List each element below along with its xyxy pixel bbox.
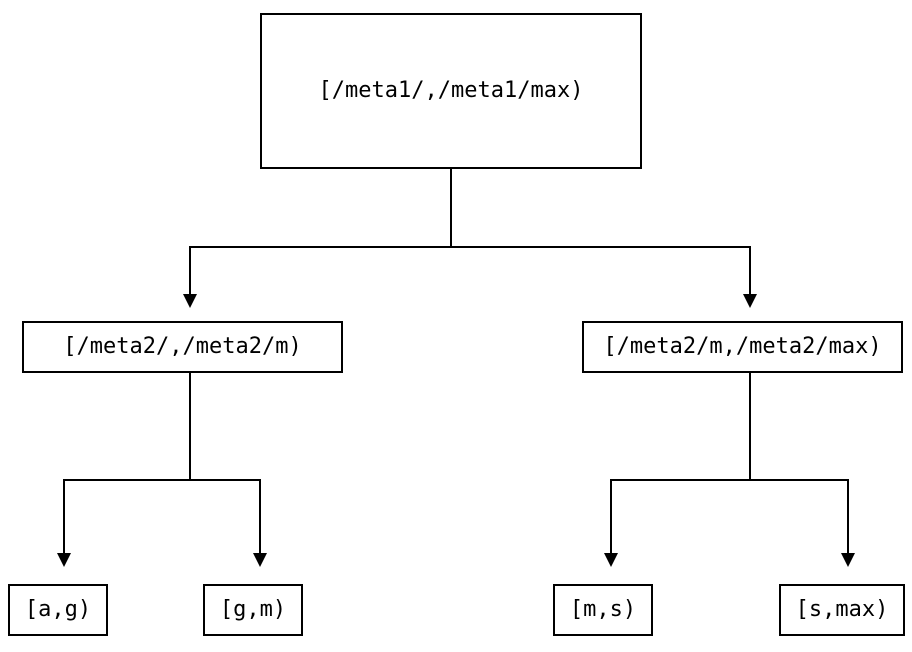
arrowhead-down-icon xyxy=(57,553,71,567)
tree-node-meta2-right-label: [/meta2/m,/meta2/max) xyxy=(603,334,882,359)
arrowhead-down-icon xyxy=(604,553,618,567)
tree-node-leaf-smax-label: [s,max) xyxy=(795,597,889,622)
tree-node-root-label: [/meta1/,/meta1/max) xyxy=(318,78,584,103)
tree-node-meta2-left: [/meta2/,/meta2/m) xyxy=(22,321,343,373)
tree-node-leaf-ms: [m,s) xyxy=(553,584,653,636)
tree-node-leaf-ms-label: [m,s) xyxy=(569,597,637,622)
tree-node-leaf-smax: [s,max) xyxy=(779,584,905,636)
tree-node-leaf-ag: [a,g) xyxy=(8,584,108,636)
arrowhead-down-icon xyxy=(253,553,267,567)
tree-node-meta2-left-label: [/meta2/,/meta2/m) xyxy=(63,334,302,359)
arrowhead-down-icon xyxy=(183,294,197,308)
arrowhead-down-icon xyxy=(841,553,855,567)
tree-node-leaf-gm: [g,m) xyxy=(203,584,303,636)
tree-node-leaf-ag-label: [a,g) xyxy=(24,597,92,622)
arrowhead-down-icon xyxy=(743,294,757,308)
tree-node-root: [/meta1/,/meta1/max) xyxy=(260,13,642,169)
tree-node-meta2-right: [/meta2/m,/meta2/max) xyxy=(582,321,903,373)
tree-node-leaf-gm-label: [g,m) xyxy=(219,597,287,622)
